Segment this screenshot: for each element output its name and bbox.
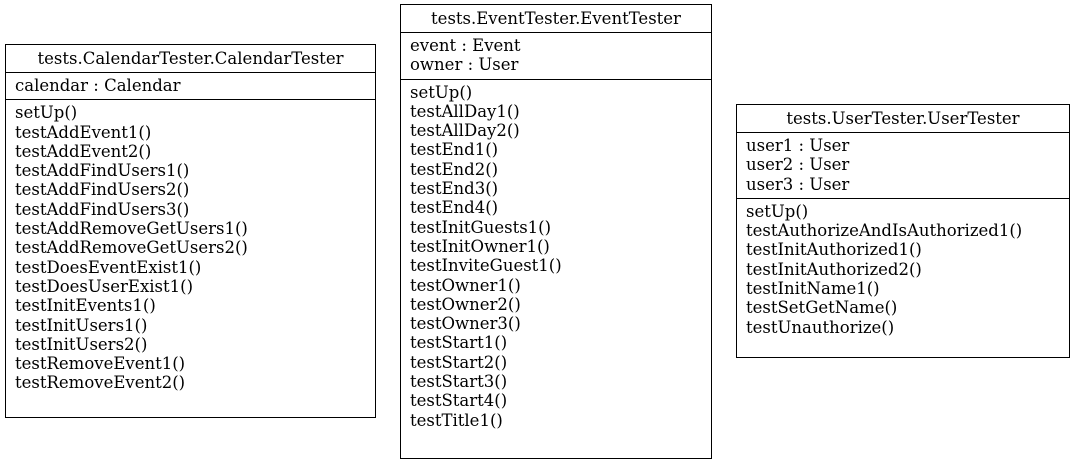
method: setUp() xyxy=(746,201,809,221)
method: testInitAuthorized1() xyxy=(746,240,922,260)
class-name: tests.UserTester.UserTester xyxy=(737,105,1069,133)
method: testOwner3() xyxy=(410,314,521,334)
attribute: event : Event xyxy=(410,36,521,55)
method: testRemoveEvent1() xyxy=(15,354,186,374)
method: testDoesEventExist1() xyxy=(15,257,202,277)
method: testOwner2() xyxy=(410,294,521,314)
attributes-compartment: user1 : User user2 : User user3 : User xyxy=(737,133,1069,199)
method: testAllDay1() xyxy=(410,101,520,121)
method: testAddFindUsers3() xyxy=(15,199,190,219)
attribute: user3 : User xyxy=(746,174,850,194)
method: testEnd4() xyxy=(410,198,499,218)
method: testInitGuests1() xyxy=(410,217,552,237)
class-box-event-tester: tests.EventTester.EventTester event : Ev… xyxy=(400,4,712,459)
attribute: user1 : User xyxy=(746,136,850,155)
method: testAddEvent2() xyxy=(15,141,152,161)
method: testTitle1() xyxy=(410,410,503,430)
method: testInitAuthorized2() xyxy=(746,259,922,279)
method: testAddFindUsers1() xyxy=(15,161,190,181)
method: testAddFindUsers2() xyxy=(15,180,190,200)
method: testStart1() xyxy=(410,333,508,353)
method: testStart3() xyxy=(410,372,508,392)
method: testStart4() xyxy=(410,391,508,411)
methods-compartment: setUp() testAddEvent1() testAddEvent2() … xyxy=(6,100,375,396)
method: testInitName1() xyxy=(746,279,880,299)
method: testAddEvent1() xyxy=(15,122,152,142)
attribute: user2 : User xyxy=(746,155,850,175)
method: testInitUsers2() xyxy=(15,334,148,354)
method: testEnd3() xyxy=(410,179,499,199)
method: testRemoveEvent2() xyxy=(15,373,186,393)
class-box-calendar-tester: tests.CalendarTester.CalendarTester cale… xyxy=(5,44,376,418)
method: testInviteGuest1() xyxy=(410,256,562,276)
class-name: tests.CalendarTester.CalendarTester xyxy=(6,45,375,73)
method: testAddRemoveGetUsers2() xyxy=(15,238,248,258)
attributes-compartment: calendar : Calendar xyxy=(6,73,375,101)
methods-compartment: setUp() testAuthorizeAndIsAuthorized1() … xyxy=(737,199,1069,341)
method: testStart2() xyxy=(410,352,508,372)
class-box-user-tester: tests.UserTester.UserTester user1 : User… xyxy=(736,104,1070,358)
method: testEnd2() xyxy=(410,159,499,179)
method: testSetGetName() xyxy=(746,298,898,318)
attribute: calendar : Calendar xyxy=(15,76,181,95)
attributes-compartment: event : Event owner : User xyxy=(401,33,711,80)
method: testUnauthorize() xyxy=(746,317,895,337)
method: testInitUsers1() xyxy=(15,315,148,335)
class-name: tests.EventTester.EventTester xyxy=(401,5,711,33)
method: testAuthorizeAndIsAuthorized1() xyxy=(746,221,1023,241)
method: testDoesUserExist1() xyxy=(15,276,194,296)
method: testAllDay2() xyxy=(410,121,520,141)
attribute: owner : User xyxy=(410,55,519,75)
method: setUp() xyxy=(15,103,78,123)
method: testAddRemoveGetUsers1() xyxy=(15,219,248,239)
method: testInitEvents1() xyxy=(15,296,156,316)
method: testInitOwner1() xyxy=(410,236,550,256)
methods-compartment: setUp() testAllDay1() testAllDay2() test… xyxy=(401,80,711,434)
method: testOwner1() xyxy=(410,275,521,295)
method: setUp() xyxy=(410,82,473,102)
method: testEnd1() xyxy=(410,140,499,160)
